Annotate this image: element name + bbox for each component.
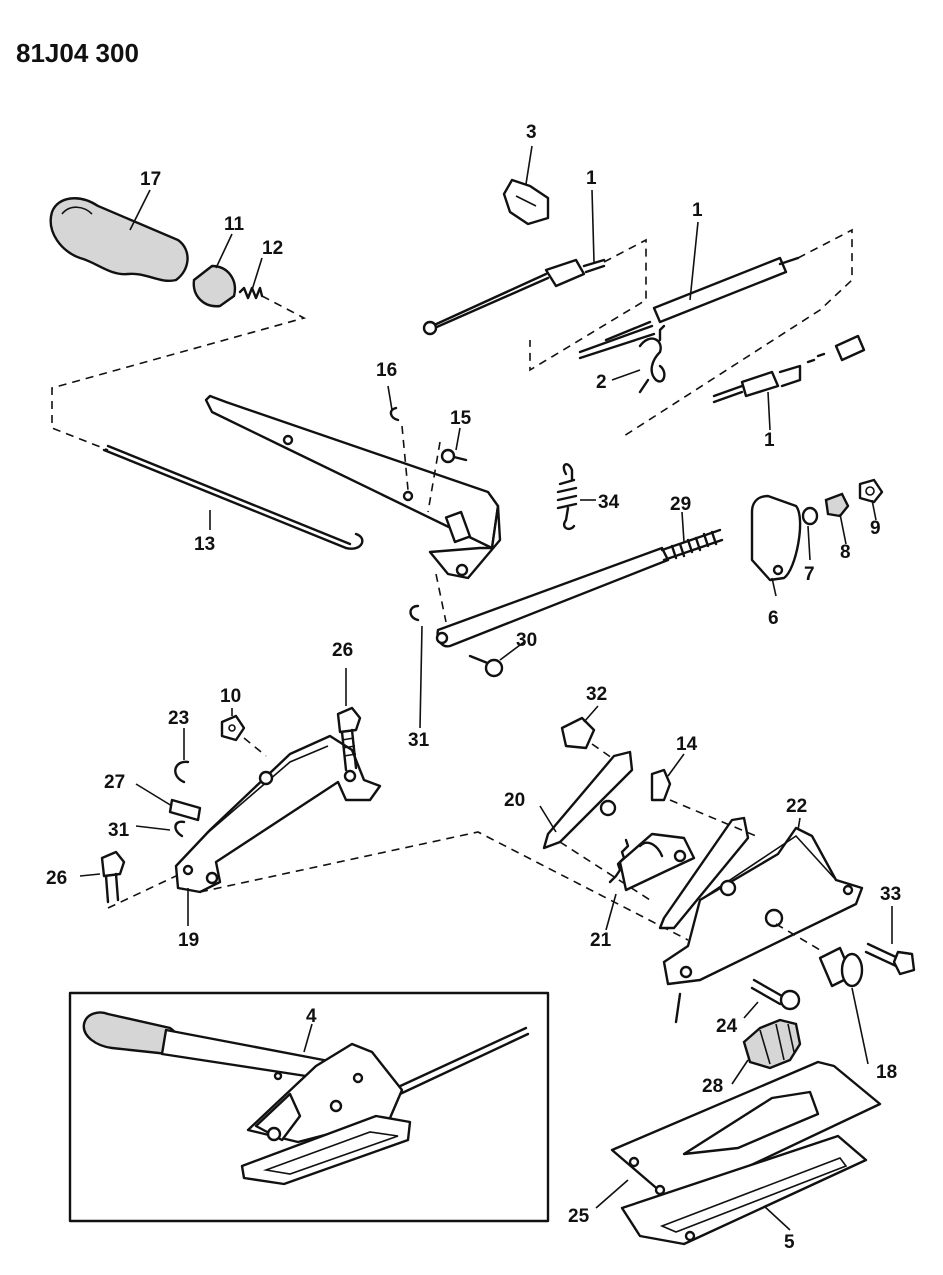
callout-16: 16: [376, 360, 397, 381]
part-front-cable: [422, 258, 606, 336]
callout-27: 27: [104, 772, 125, 793]
callout-31-lower: 31: [108, 820, 130, 841]
callout-1-front-cable: 1: [586, 168, 597, 189]
callout-10: 10: [220, 686, 241, 707]
callout-32: 32: [586, 684, 607, 705]
part-mounting-bracket: [174, 734, 382, 894]
part-bolt-26-lower: [100, 850, 126, 904]
part-boot-plate: [610, 1060, 882, 1200]
callout-26-lower: 26: [46, 868, 67, 889]
callout-labels: 3 1 1 2 1 17 11 12 16 15 13 34 29 6 7 8 …: [46, 122, 901, 1253]
part-nut-8: [824, 492, 850, 518]
callout-7: 7: [804, 564, 815, 585]
callout-12: 12: [262, 238, 283, 259]
callout-13: 13: [194, 534, 215, 555]
part-equalizer: [750, 494, 802, 582]
callout-4: 4: [306, 1006, 317, 1027]
document-id: 81J04 300: [16, 38, 139, 68]
part-small-spring: [238, 286, 264, 300]
callout-26-upper: 26: [332, 640, 353, 661]
part-handle-lever: [204, 394, 502, 580]
part-handle-grip: [49, 197, 189, 283]
callout-8: 8: [840, 542, 851, 563]
callout-17: 17: [140, 169, 161, 190]
part-pin-15: [440, 448, 468, 464]
part-release-rod: [102, 444, 364, 550]
callout-11: 11: [224, 214, 245, 235]
callout-18: 18: [876, 1062, 897, 1083]
part-bolt-24: [750, 978, 801, 1011]
part-clip-16: [389, 406, 400, 422]
callout-34: 34: [598, 492, 620, 513]
part-return-spring: [638, 324, 666, 394]
callout-2: 2: [596, 372, 607, 393]
part-clip-23: [174, 760, 190, 784]
callout-21: 21: [590, 930, 612, 951]
part-lever-base: [662, 826, 864, 986]
callout-6: 6: [768, 608, 779, 629]
part-nut-9: [858, 478, 884, 504]
callout-14: 14: [676, 734, 698, 755]
callout-5: 5: [784, 1232, 795, 1253]
part-bushing: [168, 798, 202, 822]
part-clip-31-lower: [174, 820, 186, 838]
part-bolt-33: [864, 942, 916, 976]
part-cable-adjuster: [712, 334, 866, 404]
part-rear-cable: [578, 256, 800, 360]
callout-25: 25: [568, 1206, 590, 1227]
callout-24: 24: [716, 1016, 738, 1037]
part-spring-34: [556, 463, 578, 531]
part-nut-10: [220, 714, 246, 742]
callout-23: 23: [168, 708, 189, 729]
callout-20: 20: [504, 790, 525, 811]
part-pawl-tooth: [650, 768, 672, 802]
callout-29: 29: [670, 494, 691, 515]
leader-lines: [79, 145, 893, 1231]
callout-19: 19: [178, 930, 199, 951]
part-clip-31-upper: [409, 604, 420, 622]
callout-15: 15: [450, 408, 472, 429]
part-bolt-26-upper: [336, 706, 362, 772]
part-pivot-pin: [818, 946, 864, 988]
part-pawl: [608, 832, 696, 892]
callout-1-rear-cable: 1: [692, 200, 703, 221]
callout-9: 9: [870, 518, 881, 539]
callout-30: 30: [516, 630, 537, 651]
part-gasket: [620, 1134, 868, 1246]
callout-28: 28: [702, 1076, 723, 1097]
callout-1-adjuster: 1: [764, 430, 775, 451]
part-clip-32: [560, 716, 596, 750]
part-washer: [801, 506, 819, 526]
part-pin-30: [468, 654, 504, 678]
callout-3: 3: [526, 122, 537, 143]
inset-assembled-view: [68, 991, 550, 1223]
part-rubber-boot: [742, 1018, 802, 1070]
part-ratchet-plate: [542, 750, 750, 930]
part-knob: [192, 264, 237, 308]
part-adjusting-rod: [435, 528, 724, 648]
callout-22: 22: [786, 796, 807, 817]
callout-33: 33: [880, 884, 901, 905]
callout-31-upper: 31: [408, 730, 430, 751]
part-cable-clip: [502, 178, 550, 226]
